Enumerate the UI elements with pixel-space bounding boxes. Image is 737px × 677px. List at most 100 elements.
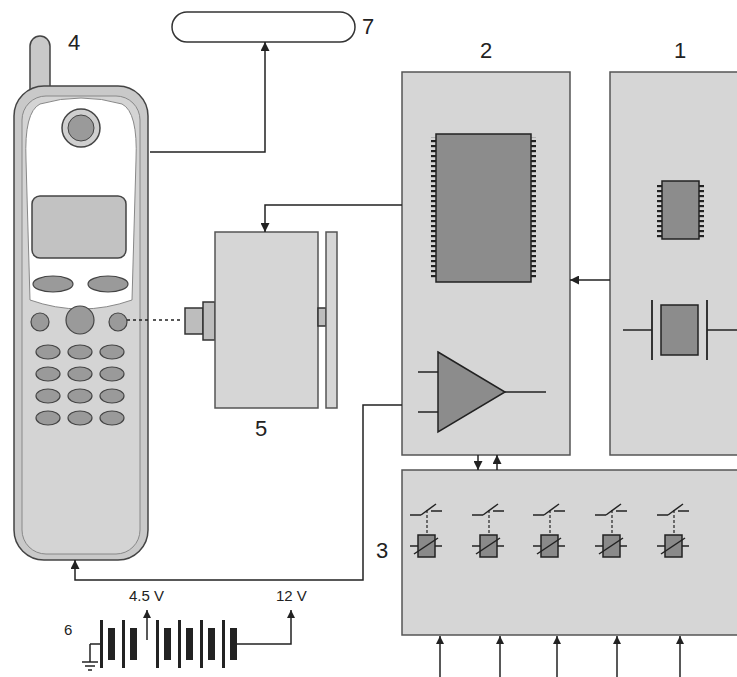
timer-box	[707, 329, 737, 331]
phone-drawing	[36, 411, 60, 425]
battery-symbol	[85, 665, 95, 667]
solenoid-actuator	[215, 232, 318, 408]
callout-number: 4	[68, 32, 80, 54]
controller-box	[402, 72, 570, 455]
timer-box	[662, 181, 699, 239]
callout-number: 3	[376, 540, 388, 562]
callout-number: 1	[674, 40, 686, 62]
battery-symbol	[146, 610, 148, 640]
antenna: 7	[172, 12, 355, 42]
phone-drawing	[68, 367, 92, 381]
phone-drawing	[26, 98, 136, 309]
timer-box	[661, 305, 698, 355]
phone-drawing	[100, 411, 124, 425]
controller-box	[436, 134, 531, 282]
battery-symbol	[237, 610, 291, 644]
voltage-label: 4.5 V	[129, 588, 164, 603]
battery-symbol	[100, 620, 237, 668]
relay-box	[679, 636, 681, 677]
battery-symbol	[108, 628, 115, 660]
phone-drawing	[22, 96, 140, 554]
mobile-phone: 4	[14, 36, 150, 560]
battery-symbol	[200, 620, 203, 668]
connector-arrow	[150, 319, 180, 321]
battery-symbol	[122, 620, 125, 668]
phone-drawing	[31, 313, 49, 331]
relay-box	[439, 636, 441, 677]
battery-symbol	[89, 644, 91, 662]
relay-box	[616, 636, 618, 677]
timer-box	[610, 72, 737, 455]
callout-number: 2	[480, 40, 492, 62]
phone-drawing	[14, 86, 148, 560]
phone-drawing	[68, 115, 94, 141]
controller-box: 2	[402, 72, 570, 455]
battery-symbol	[178, 620, 181, 668]
connector-arrow	[496, 455, 498, 470]
timer-box	[623, 329, 652, 331]
battery-symbol	[82, 610, 291, 670]
controller-box	[505, 391, 546, 393]
phone-drawing	[66, 306, 94, 334]
relay-box	[410, 504, 442, 557]
timer-box: 1	[610, 72, 737, 455]
timer-box	[706, 300, 708, 360]
battery-symbol	[164, 628, 171, 660]
battery-symbol	[100, 620, 103, 668]
phone-drawing	[68, 389, 92, 403]
controller-box	[402, 72, 570, 455]
battery-symbol	[156, 620, 159, 668]
battery-symbol	[88, 669, 92, 671]
connector-arrow	[75, 405, 402, 580]
phone-drawing	[100, 345, 124, 359]
battery-symbol	[90, 643, 100, 645]
relay-box	[440, 636, 680, 677]
connector-arrow	[570, 279, 610, 281]
phone-drawing	[68, 345, 92, 359]
connector-arrow	[265, 205, 402, 232]
battery-symbol	[230, 628, 237, 660]
battery-symbol	[82, 661, 98, 663]
controller-box	[438, 352, 505, 432]
battery-symbol	[222, 620, 225, 668]
relay-box	[533, 504, 565, 557]
antenna-drawing	[172, 12, 355, 42]
callout-number: 7	[362, 16, 374, 38]
phone-drawing	[62, 109, 100, 147]
phone-drawing	[14, 36, 150, 560]
relay-box	[595, 504, 627, 557]
solenoid-actuator	[185, 232, 337, 408]
phone-drawing	[100, 389, 124, 403]
actuator-box: 5	[180, 232, 337, 408]
battery-symbol	[208, 628, 215, 660]
phone-drawing	[36, 367, 60, 381]
battery-symbol	[130, 628, 137, 660]
connector-arrow	[477, 455, 479, 470]
relay-box	[402, 470, 737, 677]
timer-box	[651, 300, 653, 360]
phone-drawing	[32, 196, 126, 258]
phone-drawing	[127, 319, 150, 320]
phone-drawing	[33, 276, 73, 292]
phone-drawing	[100, 367, 124, 381]
phone-drawing	[109, 313, 127, 331]
voltage-label: 12 V	[276, 588, 307, 603]
controller-box	[418, 411, 440, 413]
relay-box	[657, 504, 689, 557]
battery-symbol	[186, 628, 193, 660]
controller-box	[418, 371, 440, 373]
relay-box: 3	[402, 470, 737, 635]
phone-drawing	[36, 345, 124, 425]
relay-box	[472, 504, 504, 557]
relay-box	[556, 636, 558, 677]
battery-symbol	[82, 610, 291, 670]
solenoid-actuator	[185, 308, 203, 334]
timer-box	[610, 72, 737, 455]
solenoid-actuator	[326, 232, 337, 408]
relay-box	[402, 470, 737, 635]
solenoid-actuator	[318, 308, 326, 326]
